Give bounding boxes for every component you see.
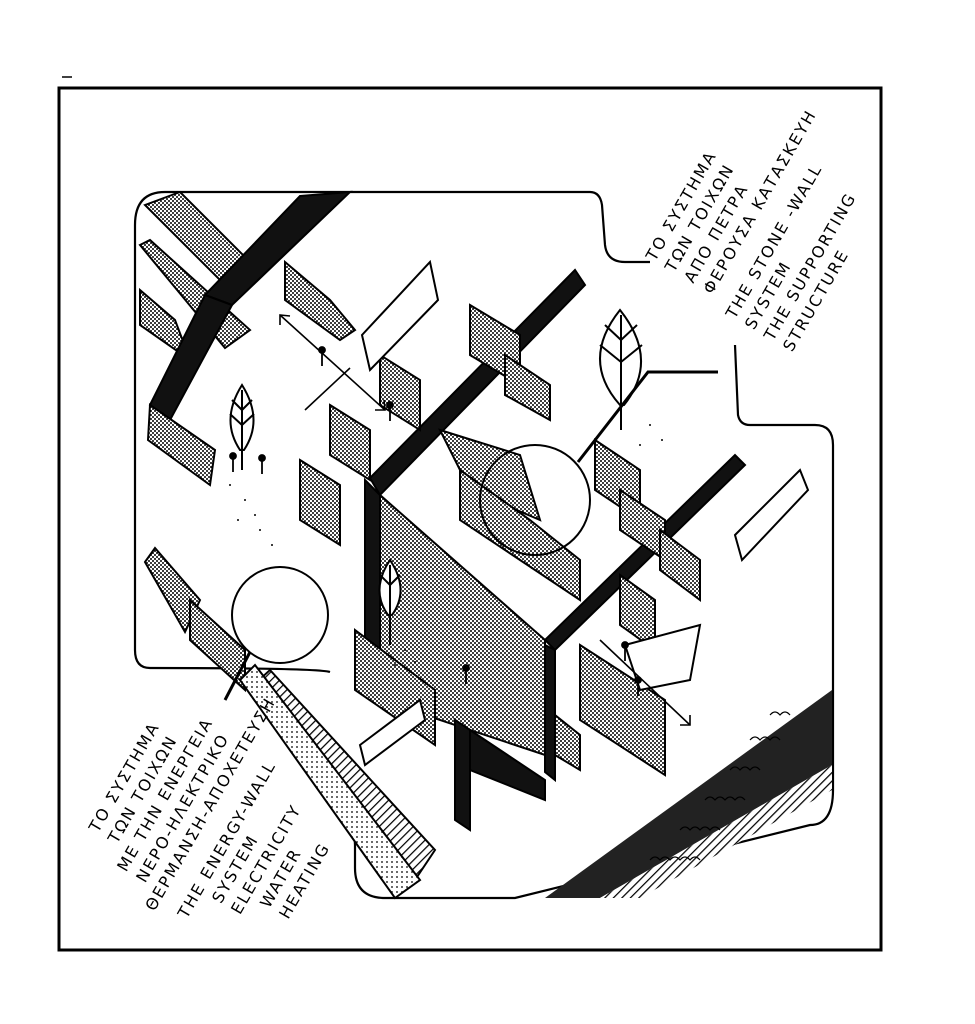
tree-icon [378,558,402,645]
ground-dots [229,424,663,666]
upper-left-walls [138,190,357,487]
tree-icon [599,308,643,430]
circulation-arrows [279,314,691,726]
stone-wall-label: ΤΟ ΣΥΣΤΗΜΑ ΤΩΝ ΤΟΙΧΩΝ ΑΠΟ ΠΕΤΡΑ ΦΕΡΟΥΣΑ … [642,106,861,355]
people-figures [229,346,642,696]
site-boundary [133,190,835,900]
ground-texture [649,711,791,861]
ground-edge [545,690,832,898]
energy-wall-callout-circle [231,566,329,664]
ground-edge-hatch [600,765,832,898]
stone-wall-callout-circle [479,444,591,556]
central-walls [299,268,747,832]
energy-wall-label: ΤΟ ΣΥΣΤΗΜΑ ΤΩΝ ΤΟΙΧΩΝ ΜΕ ΤΗΝ ΕΝΕΡΓΕΙΑ ΝΕ… [85,694,334,923]
outer-frame [57,86,883,952]
energy-wall-leader [223,651,252,701]
tree-icon [229,383,255,470]
energy-wall-strip [143,546,437,900]
white-slabs [358,259,810,767]
stone-wall-leader [576,370,718,463]
